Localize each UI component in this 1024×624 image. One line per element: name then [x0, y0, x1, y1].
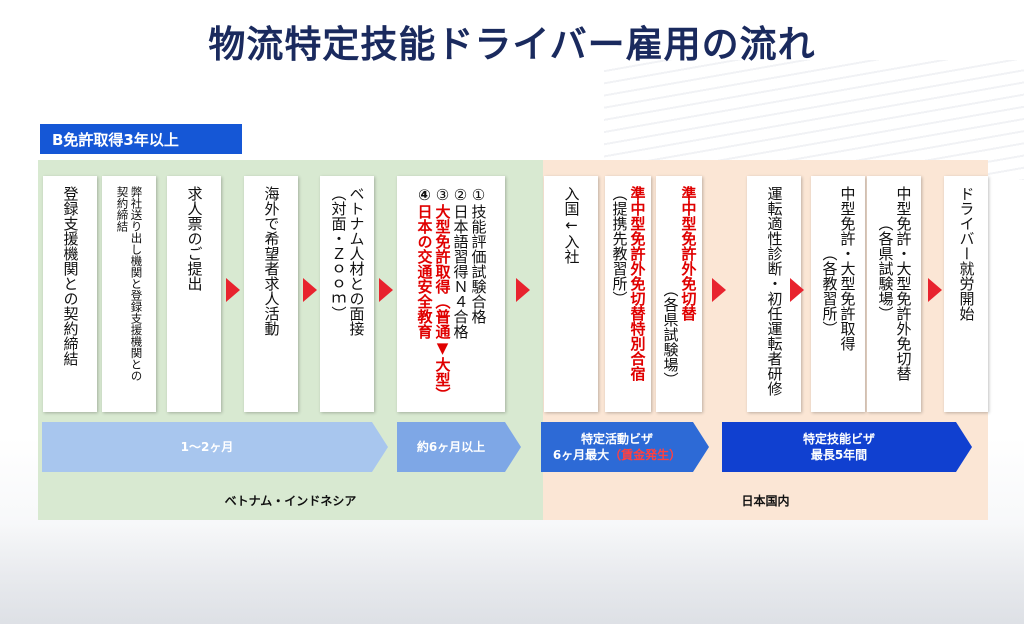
step-card-recruiting: 海外で希望者求人活動: [244, 176, 298, 412]
step-text: 中型免許・大型免許外免切替: [894, 186, 913, 381]
step-text: ④日本の交通安全教育: [415, 186, 434, 412]
step-card-license-camp: 準中型免許外免切替特別合宿 （提携先教習所）: [605, 176, 651, 412]
step-text: （各県試験場）: [876, 216, 895, 321]
band-label: 約6ヶ月以上: [416, 440, 486, 454]
step-text: ベトナム人材との面接: [347, 186, 366, 336]
step-text: （対面・Ｚｏｏｍ）: [329, 186, 348, 321]
step-text: （各県試験場）: [661, 282, 680, 387]
step-card-entry: 入国←入社: [544, 176, 598, 412]
step-text: 中型免許・大型免許取得: [838, 186, 857, 351]
step-card-sending-agency-contract: 弊社送り出し機関と登録支援機関との 契約締結: [102, 176, 156, 412]
step-text: ②日本語習得Ｎ４合格: [451, 186, 470, 339]
duration-band-specified-activity-visa: 特定活動ビザ 6ヶ月最大（賃金発生）: [541, 422, 709, 472]
flow-arrow-icon: [379, 278, 393, 302]
step-highlight: 日本の交通安全教育: [415, 204, 434, 339]
step-text: 弊社送り出し機関と登録支援機関との: [129, 186, 144, 382]
flow-arrow-icon: [226, 278, 240, 302]
band-label: 1～2ヶ月: [180, 440, 234, 454]
step-card-interview: ベトナム人材との面接 （対面・Ｚｏｏｍ）: [320, 176, 374, 412]
band-label: 特定技能ビザ: [802, 432, 875, 446]
band-note: （賃金発生）: [609, 448, 682, 462]
duration-band-specified-skills-visa: 特定技能ビザ 最長5年間: [722, 422, 972, 472]
step-text: 海外で希望者求人活動: [262, 186, 281, 336]
step-card-job-offer: 求人票のご提出: [167, 176, 221, 412]
step-text: ③大型免許取得（普通▼大型）: [433, 186, 452, 412]
step-text: （提携先教習所）: [610, 186, 629, 306]
step-number: ④: [415, 186, 434, 204]
step-text: 契約締結: [115, 186, 130, 232]
flow-arrow-icon: [712, 278, 726, 302]
step-text: 求人票のご提出: [185, 186, 204, 291]
step-card-start-work: ドライバー就労開始: [944, 176, 988, 412]
step-highlight: 準中型免許外免切替特別合宿: [628, 186, 647, 381]
duration-band-6-months: 約6ヶ月以上: [397, 422, 521, 472]
step-highlight: 大型免許取得（普通▼大型）: [433, 204, 452, 402]
step-card-heavy-license-conversion: 中型免許・大型免許外免切替 （各県試験場）: [867, 176, 921, 412]
step-card-heavy-license: 中型免許・大型免許取得 （各教習所）: [811, 176, 865, 412]
background-truck-photo: [0, 524, 1024, 624]
page-title: 物流特定技能ドライバー雇用の流れ: [208, 23, 816, 66]
duration-band-1-2-months: 1～2ヶ月: [42, 422, 388, 472]
region-label-japan: 日本国内: [741, 494, 790, 508]
flow-arrow-icon: [303, 278, 317, 302]
band-label: 6ヶ月最大（賃金発生）: [552, 448, 682, 462]
band-label: 最長5年間: [810, 448, 868, 462]
requirement-badge: B免許取得3年以上: [40, 124, 242, 154]
flow-arrow-icon: [516, 278, 530, 302]
step-card-contract: 登録支援機関との契約締結: [43, 176, 97, 412]
flow-arrow-icon: [790, 278, 804, 302]
band-label: 特定活動ビザ: [580, 432, 653, 446]
step-number: ③: [433, 186, 452, 204]
flow-arrow-icon: [928, 278, 942, 302]
step-card-license-conversion: 準中型免許外免切替 （各県試験場）: [656, 176, 702, 412]
step-card-training: ①技能評価試験合格 ②日本語習得Ｎ４合格 ③大型免許取得（普通▼大型） ④日本の…: [397, 176, 505, 412]
step-text: 登録支援機関との契約締結: [61, 186, 80, 366]
step-text: （各教習所）: [820, 246, 839, 336]
step-text: 運転適性診断・初任運転者研修: [765, 186, 784, 396]
step-highlight: 準中型免許外免切替: [679, 186, 698, 321]
step-text: ①技能評価試験合格: [469, 186, 488, 324]
step-text: ドライバー就労開始: [957, 186, 976, 321]
region-label-vietnam-indonesia: ベトナム・インドネシア: [224, 494, 357, 508]
step-text: 入国←入社: [562, 186, 581, 264]
